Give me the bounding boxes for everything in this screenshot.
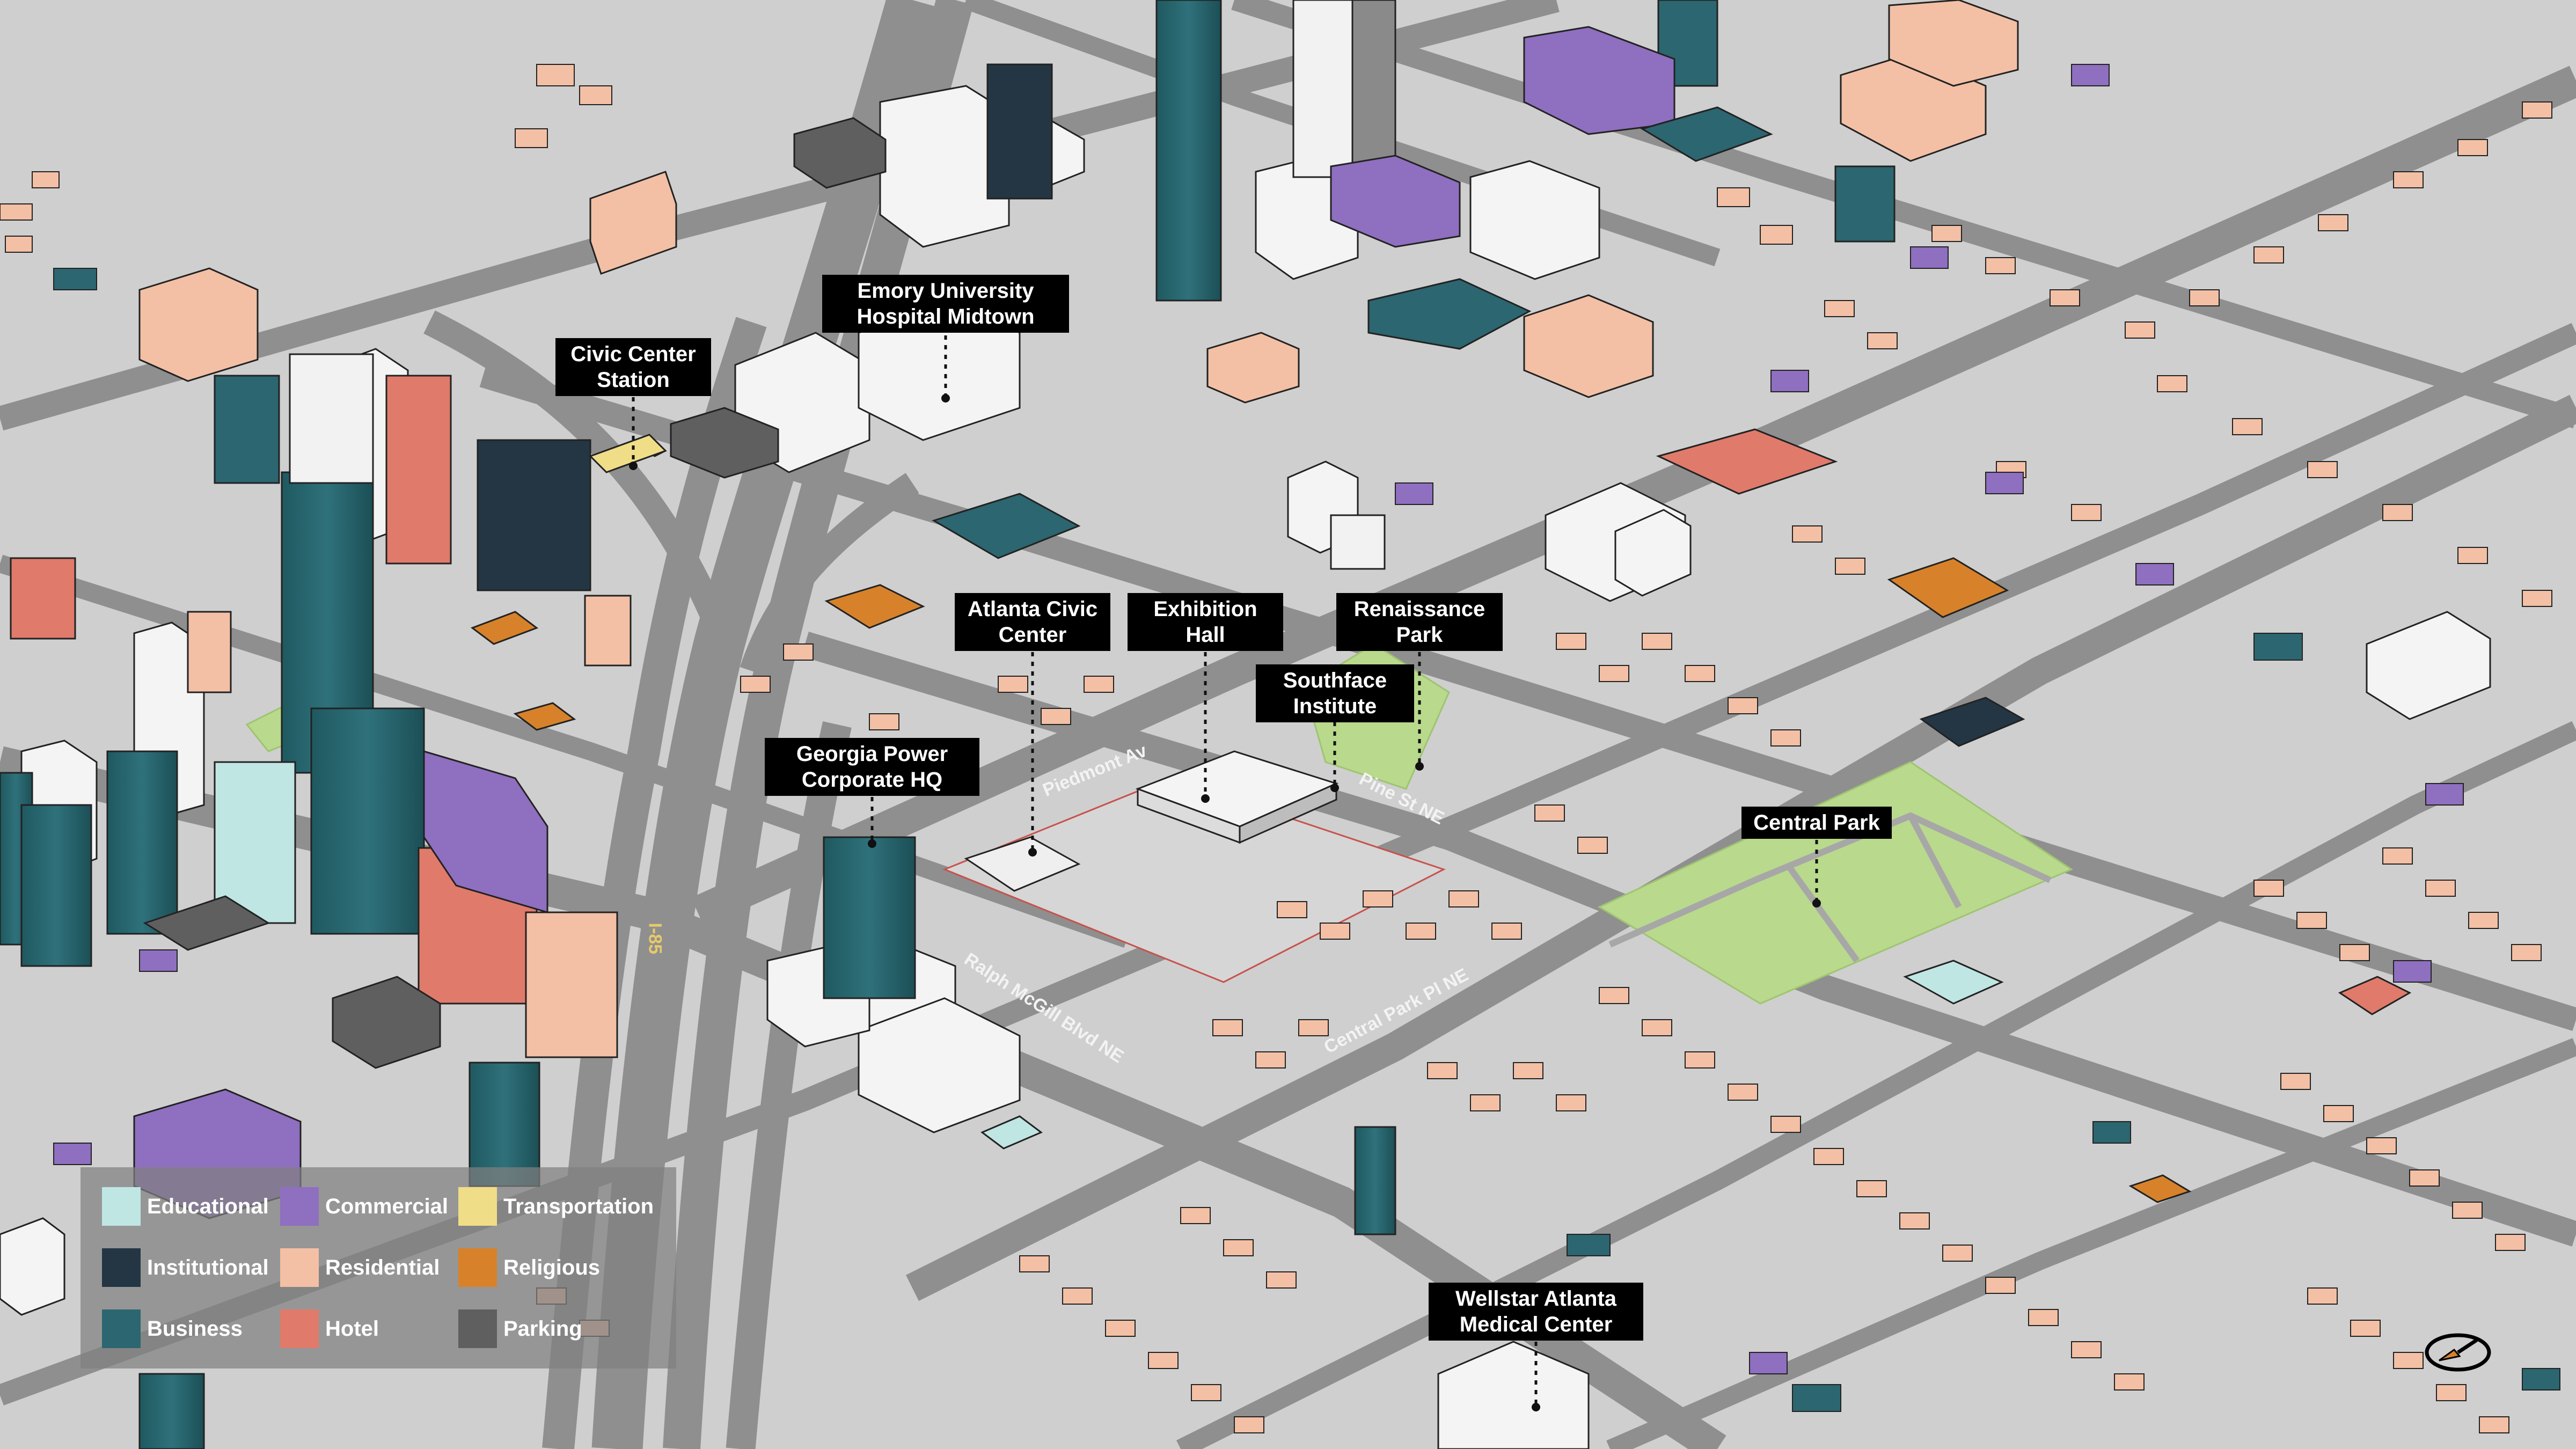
legend-swatch-institutional [102, 1248, 141, 1287]
residential-fabric [0, 64, 2552, 1433]
legend-label-residential: Residential [325, 1255, 440, 1279]
legend-swatch-residential [280, 1248, 319, 1287]
label-georgia-power-corporate-hq[interactable]: Georgia Power Corporate HQ [765, 738, 979, 796]
legend-label-institutional: Institutional [147, 1255, 269, 1279]
commercial-scatter [53, 64, 2464, 1374]
label-southface-institute[interactable]: Southface Institute [1256, 664, 1414, 722]
legend-swatch-transportation [458, 1187, 497, 1226]
label-emory-university-hospital-midtown[interactable]: Emory University Hospital Midtown [822, 275, 1069, 333]
land-use-legend: Educational Commercial Transportation In… [80, 1167, 676, 1368]
label-exhibition-hall[interactable]: Exhibition Hall [1128, 593, 1283, 651]
label-renaissance-park[interactable]: Renaissance Park [1336, 593, 1503, 651]
legend-label-business: Business [147, 1316, 243, 1341]
legend-item-institutional: Institutional [102, 1247, 269, 1288]
legend-swatch-business [102, 1309, 141, 1348]
legend-label-transportation: Transportation [503, 1194, 654, 1218]
legend-swatch-hotel [280, 1309, 319, 1348]
legend-swatch-religious [458, 1248, 497, 1287]
legend-item-commercial: Commercial [280, 1186, 448, 1227]
leader-lines [632, 335, 1818, 1406]
diagonal-road-6 [1606, 1038, 2576, 1449]
central-park-paths [1608, 812, 2052, 963]
legend-swatch-commercial [280, 1187, 319, 1226]
legend-label-educational: Educational [147, 1194, 269, 1218]
legend-item-business: Business [102, 1308, 243, 1349]
civic-center-grounds [942, 750, 1446, 983]
legend-label-hotel: Hotel [325, 1316, 379, 1341]
legend-swatch-parking [458, 1309, 497, 1348]
label-wellstar-atlanta-medical-center[interactable]: Wellstar Atlanta Medical Center [1429, 1283, 1643, 1341]
leader-dots [629, 394, 1821, 1411]
legend-item-hotel: Hotel [280, 1308, 379, 1349]
business-scatter [53, 268, 2560, 1412]
north-arrow-icon [2425, 1333, 2491, 1372]
legend-item-parking: Parking [458, 1308, 582, 1349]
legend-label-parking: Parking [503, 1316, 582, 1341]
label-central-park[interactable]: Central Park [1741, 807, 1892, 839]
legend-label-religious: Religious [503, 1255, 601, 1279]
legend-item-religious: Religious [458, 1247, 600, 1288]
civic-center-building [964, 836, 1081, 892]
road-label-i-85: I-85 [645, 923, 665, 955]
legend-item-educational: Educational [102, 1186, 269, 1227]
legend-item-residential: Residential [280, 1247, 440, 1288]
district-buildings [133, 0, 2412, 1219]
label-civic-center-station[interactable]: Civic Center Station [555, 338, 711, 396]
legend-label-commercial: Commercial [325, 1194, 448, 1218]
legend-swatch-educational [102, 1187, 141, 1226]
diagonal-road-3 [1231, 0, 2576, 429]
label-atlanta-civic-center[interactable]: Atlanta Civic Center [955, 593, 1110, 651]
legend-item-transportation: Transportation [458, 1186, 654, 1227]
